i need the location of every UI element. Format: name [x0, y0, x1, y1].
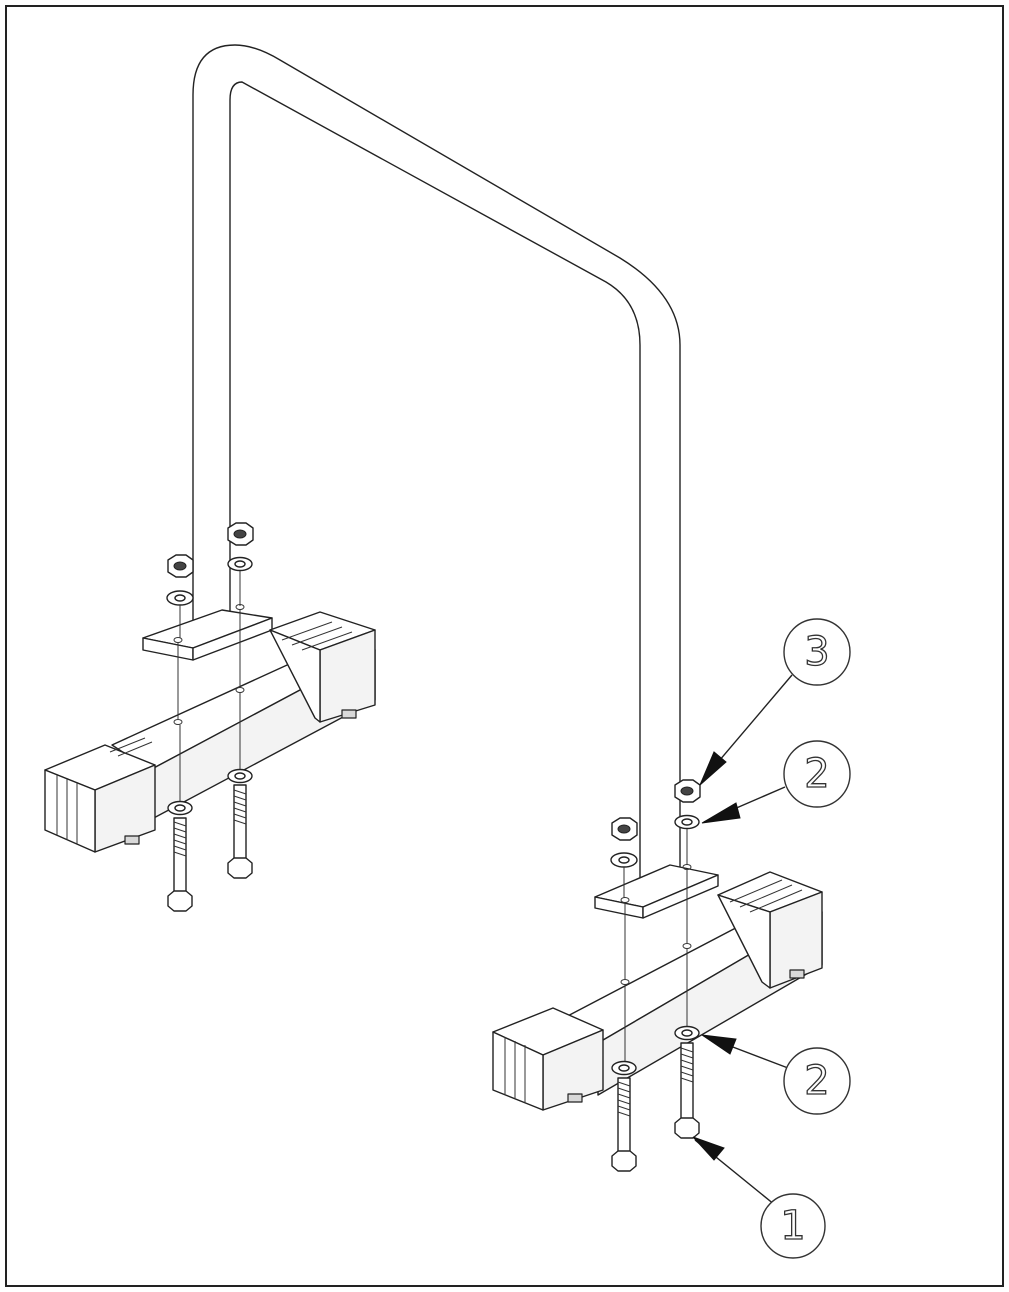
callout-1-label: 1	[780, 1203, 805, 1249]
right-upper-hardware	[610, 779, 701, 979]
callout-2-upper-label: 2	[804, 751, 829, 797]
callout-3: 3	[699, 618, 851, 786]
drawing-frame	[5, 5, 1004, 1287]
callout-2-lower: 2	[701, 1034, 851, 1115]
left-mounting-plate	[142, 604, 273, 661]
callout-1: 1	[692, 1136, 826, 1259]
right-lower-hardware	[611, 949, 700, 1172]
left-upper-hardware	[166, 522, 254, 719]
callout-3-label: 3	[804, 629, 829, 675]
callout-2-upper: 2	[701, 740, 851, 824]
right-mounting-plate	[594, 864, 719, 919]
left-lower-hardware	[167, 693, 253, 912]
callout-2-lower-label: 2	[804, 1058, 829, 1104]
left-base-beam	[44, 611, 376, 853]
u-tube	[192, 44, 681, 889]
